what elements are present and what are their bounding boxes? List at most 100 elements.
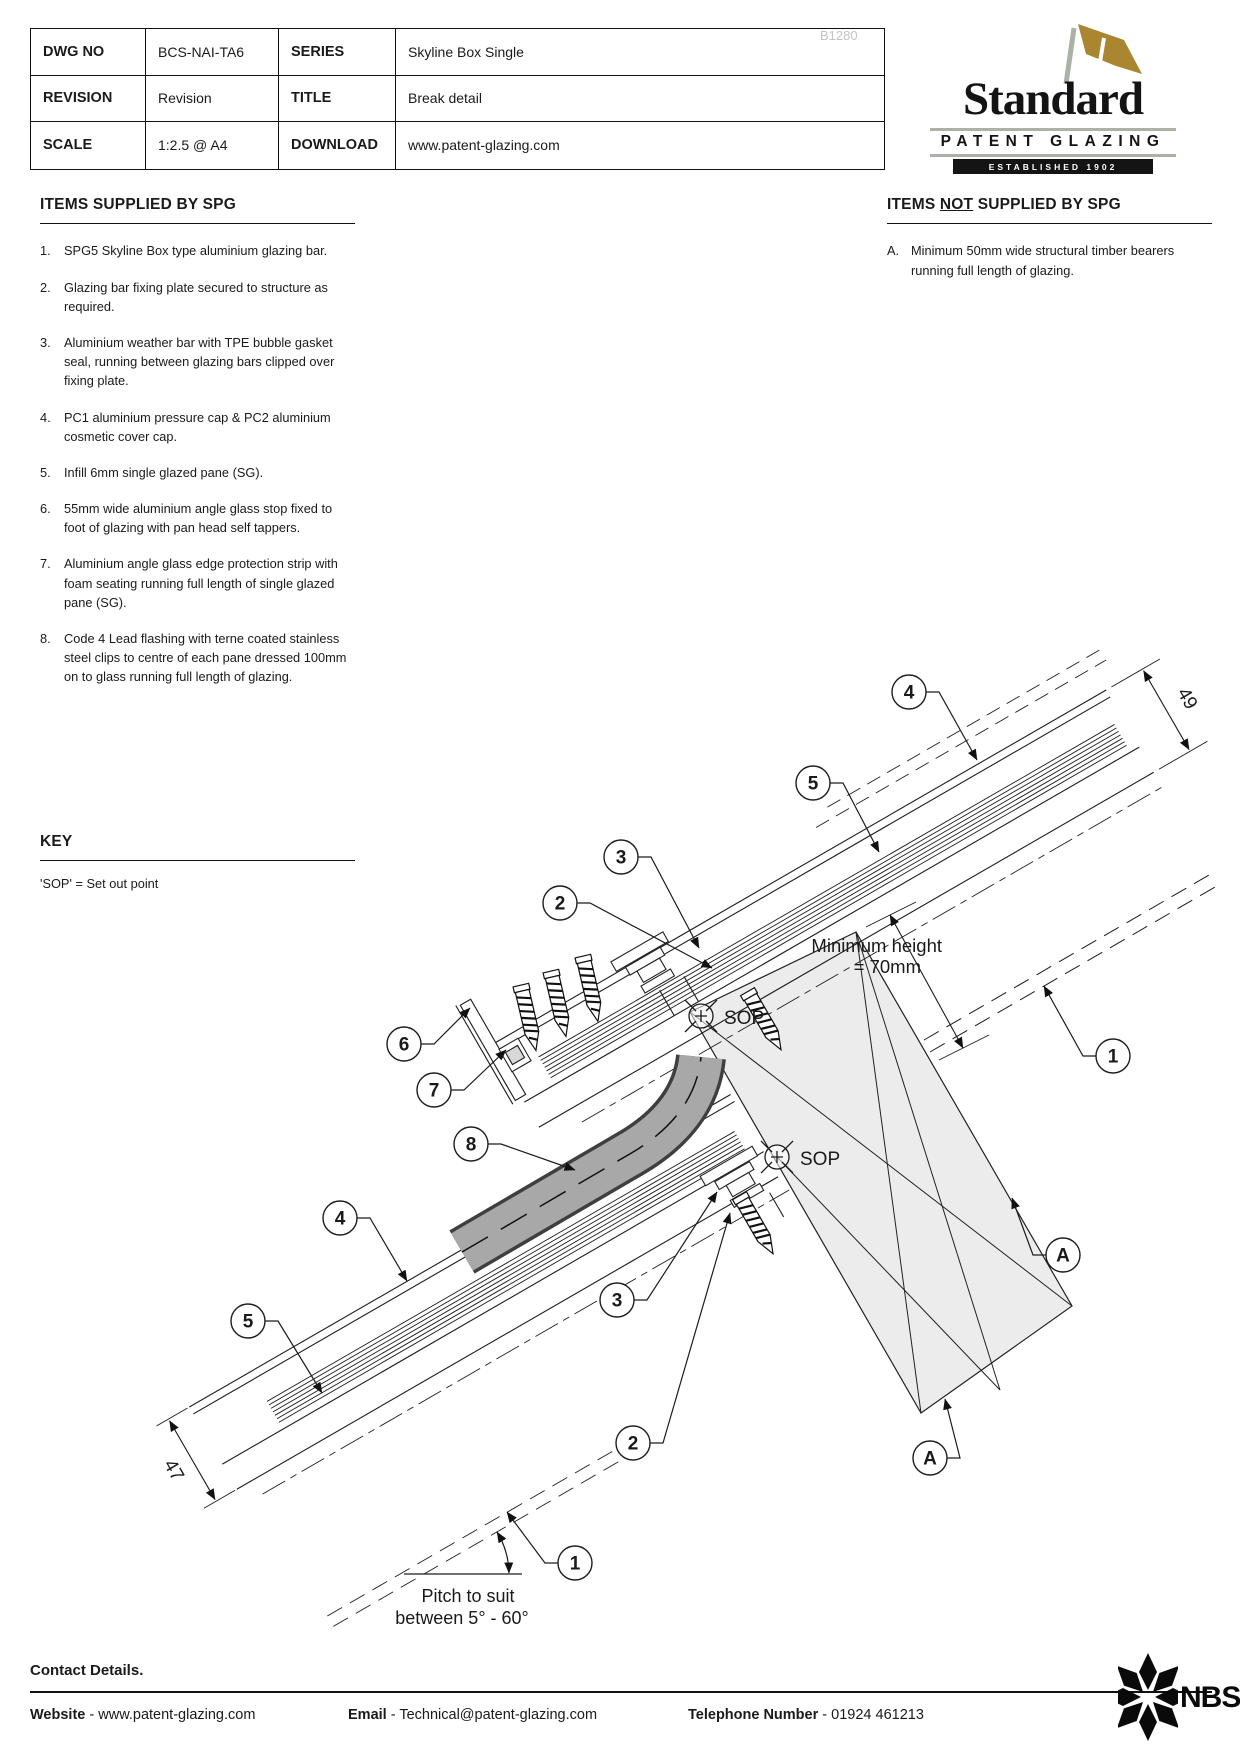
items-supplied-list: 1.SPG5 Skyline Box type aluminium glazin… xyxy=(40,241,355,686)
download-value[interactable]: www.patent-glazing.com xyxy=(408,137,560,154)
supplied-item-5: 5.Infill 6mm single glazed pane (SG). xyxy=(40,464,264,480)
key-heading: KEY xyxy=(40,833,73,850)
callout-3: 3 xyxy=(603,839,700,949)
sop-markers: SOP SOP xyxy=(684,999,840,1174)
svg-text:3: 3 xyxy=(612,1291,623,1312)
svg-text:A: A xyxy=(923,1449,937,1470)
callout-2: 2 xyxy=(615,1212,732,1461)
callout-A: A xyxy=(1011,1197,1081,1273)
svg-text:6: 6 xyxy=(399,1035,410,1056)
timber-bearer xyxy=(689,931,1073,1414)
company-logo: Standard PATENT GLAZING ESTABLISHED 1902 xyxy=(928,18,1178,174)
nbs-text: NBS xyxy=(1180,1681,1240,1714)
min-height-dimension: Minimum height = 70mm xyxy=(811,901,990,1061)
key-section: KEY 'SOP' = Set out point xyxy=(40,833,355,891)
svg-text:7: 7 xyxy=(429,1081,440,1102)
website-link[interactable]: www.patent-glazing.com xyxy=(98,1707,256,1723)
svg-text:49: 49 xyxy=(1173,684,1202,713)
callout-1: 1 xyxy=(1043,985,1131,1074)
supplied-item-2: 2.Glazing bar fixing plate secured to st… xyxy=(40,279,328,314)
title-label: TITLE xyxy=(279,75,396,122)
callout-1: 1 xyxy=(506,1511,593,1581)
revision-value: Revision xyxy=(146,75,279,122)
svg-text:8: 8 xyxy=(466,1135,477,1156)
items-supplied-section: ITEMS SUPPLIED BY SPG 1.SPG5 Skyline Box… xyxy=(40,196,355,687)
heading-rule xyxy=(887,223,1212,225)
callout-8: 8 xyxy=(453,1126,576,1171)
email-label: Email xyxy=(348,1707,387,1723)
supplied-item-4: 4.PC1 aluminium pressure cap & PC2 alumi… xyxy=(40,409,331,444)
dim-47: 47 xyxy=(156,1407,236,1509)
separator: - xyxy=(89,1707,95,1723)
hidden-bearer-lines xyxy=(923,870,1223,1053)
svg-text:4: 4 xyxy=(335,1209,346,1230)
items-not-supplied-heading: ITEMS NOT SUPPLIED BY SPG xyxy=(887,196,1121,213)
email-link[interactable]: Technical@patent-glazing.com xyxy=(399,1707,598,1723)
phone-item: Telephone Number - 01924 461213 xyxy=(688,1707,924,1723)
callout-7: 7 xyxy=(416,1049,507,1108)
website-item: Website - www.patent-glazing.com xyxy=(30,1707,348,1723)
separator: - xyxy=(822,1707,828,1723)
separator: - xyxy=(390,1707,396,1723)
email-item: Email - Technical@patent-glazing.com xyxy=(348,1707,688,1723)
svg-text:Pitch to suit: Pitch to suit xyxy=(421,1586,514,1606)
items-not-supplied-section: ITEMS NOT SUPPLIED BY SPG A. Minimum 50m… xyxy=(887,196,1212,280)
logo-subtitle: PATENT GLAZING xyxy=(940,133,1166,150)
footer-rule xyxy=(30,1691,1212,1693)
logo-name: Standard xyxy=(962,73,1144,125)
callout-4: 4 xyxy=(891,674,978,761)
supplied-item-8: 8.Code 4 Lead flashing with terne coated… xyxy=(40,631,347,685)
heading-rule xyxy=(40,860,355,862)
callout-3: 3 xyxy=(599,1191,718,1318)
sop-label: SOP xyxy=(800,1149,840,1170)
glass-stop-plate xyxy=(459,998,527,1102)
logo-rule xyxy=(930,154,1176,157)
svg-text:between 5° - 60°: between 5° - 60° xyxy=(395,1608,528,1628)
supplied-item-7: 7.Aluminium angle glass edge protection … xyxy=(40,556,338,610)
lead-flashing xyxy=(449,1053,726,1274)
revision-label: REVISION xyxy=(31,75,146,122)
series-value: Skyline Box Single xyxy=(396,29,884,76)
svg-text:2: 2 xyxy=(628,1434,639,1455)
nbs-flower-icon xyxy=(1104,1653,1192,1741)
callout-2: 2 xyxy=(542,885,713,969)
svg-text:= 70mm: = 70mm xyxy=(854,956,921,977)
svg-text:1: 1 xyxy=(570,1554,581,1575)
callout-4: 4 xyxy=(322,1200,408,1282)
edge-protection-strip xyxy=(498,1037,532,1073)
series-label: SERIES xyxy=(279,29,396,76)
dwg-no-label: DWG NO xyxy=(31,29,146,76)
svg-text:A: A xyxy=(1056,1246,1070,1267)
svg-text:5: 5 xyxy=(243,1312,254,1333)
svg-text:1: 1 xyxy=(1108,1047,1119,1068)
callout-6: 6 xyxy=(386,1007,471,1062)
svg-text:5: 5 xyxy=(808,774,819,795)
glass-pane-stack xyxy=(266,1131,747,1423)
callout-5: 5 xyxy=(795,765,880,853)
dwg-no-value: BCS-NAI-TA6 xyxy=(146,29,279,76)
phone-value: 01924 461213 xyxy=(831,1707,924,1723)
item-a-num: A. xyxy=(887,243,900,259)
supplied-item-6: 6.55mm wide aluminium angle glass stop f… xyxy=(40,501,333,536)
nbs-logo: NBS xyxy=(1104,1645,1240,1750)
svg-text:47: 47 xyxy=(159,1456,188,1485)
key-entry: 'SOP' = Set out point xyxy=(40,876,159,892)
pitch-indicator: Pitch to suit between 5° - 60° xyxy=(395,1531,529,1628)
phone-label: Telephone Number xyxy=(688,1707,819,1723)
contact-details: Contact Details. Website - www.patent-gl… xyxy=(30,1662,1212,1723)
svg-text:4: 4 xyxy=(904,683,915,704)
lower-glazing-run: 47 xyxy=(156,1094,790,1627)
scale-label: SCALE xyxy=(31,122,146,169)
supplied-item-3: 3.Aluminium weather bar with TPE bubble … xyxy=(40,334,335,389)
title-value: Break detail xyxy=(396,76,884,122)
website-label: Website xyxy=(30,1707,86,1723)
scale-value: 1:2.5 @ A4 xyxy=(146,122,279,169)
svg-text:Minimum height: Minimum height xyxy=(811,935,942,956)
dim-49: 49 xyxy=(1111,658,1208,770)
callout-5: 5 xyxy=(230,1303,323,1394)
svg-text:2: 2 xyxy=(555,894,566,915)
callout-A: A xyxy=(912,1398,961,1476)
